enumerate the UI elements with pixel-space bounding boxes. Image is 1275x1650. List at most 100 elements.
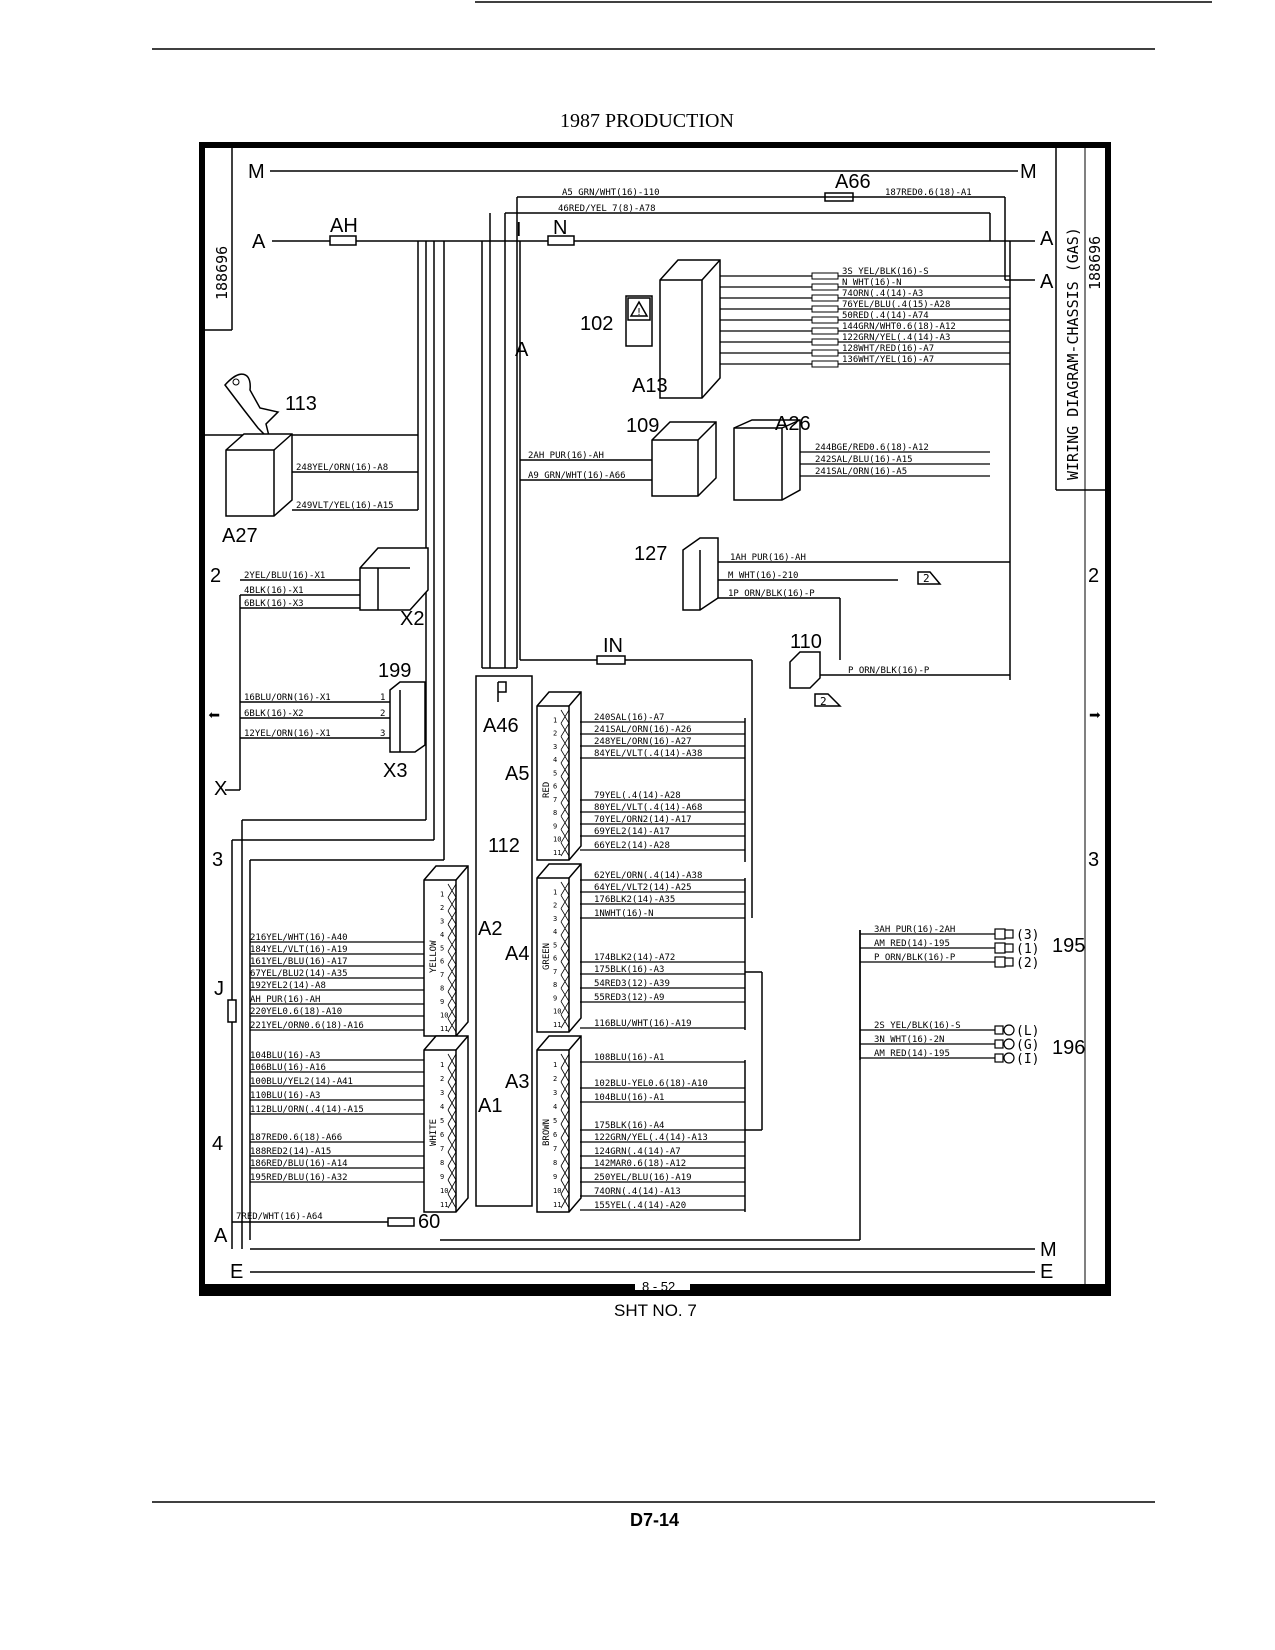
grid-2-right: 2 xyxy=(1088,565,1099,587)
pin-number: 11 xyxy=(440,1201,448,1209)
green-wire-label: 55RED3(12)-A9 xyxy=(594,993,664,1003)
ring-terminal-icon xyxy=(1003,1024,1015,1036)
pin-number: 10 xyxy=(553,1187,561,1195)
yellow-wire-label: 192YEL2(14)-A8 xyxy=(250,981,326,991)
comp-113-label: 113 xyxy=(285,393,317,415)
wire-x2-3: 6BLK(16)-X3 xyxy=(244,599,304,609)
a26-wire-label: 244BGE/RED0.6(18)-A12 xyxy=(815,443,929,453)
red-wire-label: 79YEL(.4(14)-A28 xyxy=(594,791,681,801)
wire-a27-1: 248YEL/ORN(16)-A8 xyxy=(296,463,388,473)
pin-196-label: (I) xyxy=(1016,1052,1039,1067)
connector-red xyxy=(536,691,582,861)
warning-icon: ! xyxy=(636,307,642,318)
comp-a13-label: A13 xyxy=(632,375,668,397)
pin-number: 4 xyxy=(440,931,444,939)
wire-x2-1: 2YEL/BLU(16)-X1 xyxy=(244,571,325,581)
pin-number: 5 xyxy=(440,1117,444,1125)
grid-3-right: 3 xyxy=(1088,849,1099,871)
pin-number: 6 xyxy=(440,1131,444,1139)
comp-110-label: 110 xyxy=(790,631,822,653)
grid-a-right2: A xyxy=(1040,271,1054,293)
pin-1: 1 xyxy=(380,693,385,703)
pin-number: 11 xyxy=(553,1201,561,1209)
brown-wire-label: 124GRN(.4(14)-A7 xyxy=(594,1147,681,1157)
grid-a-bottom: A xyxy=(214,1225,228,1247)
bus-i-label: I xyxy=(516,219,522,241)
a13-wire-label: 128WHT/RED(16)-A7 xyxy=(842,344,934,354)
wire-195-label: AM RED(14)-195 xyxy=(874,939,950,949)
pin-number: 2 xyxy=(440,904,444,912)
pin-number: 2 xyxy=(553,1075,557,1083)
pin-number: 6 xyxy=(553,955,557,963)
grid-3-left: 3 xyxy=(212,849,223,871)
a13-wire-label: 76YEL/BLU(.4(15)-A28 xyxy=(842,300,950,310)
wire-127-2: M WHT(16)-210 xyxy=(728,571,798,581)
green-wire-label: 64YEL/VLT2(14)-A25 xyxy=(594,883,692,893)
wire-109-2: A9 GRN/WHT(16)-A66 xyxy=(528,471,626,481)
a26-wire-label: 241SAL/ORN(16)-A5 xyxy=(815,467,907,477)
pin-number: 4 xyxy=(553,928,557,936)
pin-number: 10 xyxy=(440,1187,448,1195)
pin-number: 4 xyxy=(440,1103,444,1111)
pin-number: 11 xyxy=(553,849,561,857)
pin-number: 7 xyxy=(553,968,557,976)
brown-wire-label: 74ORN(.4(14)-A13 xyxy=(594,1187,681,1197)
drawing-number-right: 188696 xyxy=(1086,236,1104,290)
wire-60: 7RED/WHT(16)-A64 xyxy=(236,1212,323,1222)
a13-wire-label: 74ORN(.4(14)-A3 xyxy=(842,289,923,299)
pin-3: 3 xyxy=(380,729,385,739)
pin-number: 3 xyxy=(440,917,444,925)
pin-number: 1 xyxy=(553,1061,557,1069)
brown-wire-label: 155YEL(.4(14)-A20 xyxy=(594,1201,686,1211)
page-title: 1987 PRODUCTION xyxy=(560,110,734,132)
green-wire-label: 54RED3(12)-A39 xyxy=(594,979,670,989)
white-wire-label: 100BLU/YEL2(14)-A41 xyxy=(250,1077,353,1087)
brown-wire-label: 102BLU-YEL0.6(18)-A10 xyxy=(594,1079,708,1089)
grid-m-left: M xyxy=(248,161,265,183)
a13-wire-label: N WHT(16)-N xyxy=(842,278,902,288)
connector-green xyxy=(536,863,582,1033)
connector-green-color: GREEN xyxy=(542,943,552,970)
comp-a2-label: A2 xyxy=(478,918,502,940)
pin-number: 5 xyxy=(553,941,557,949)
comp-127-label: 127 xyxy=(634,543,667,565)
pin-196-label: (L) xyxy=(1016,1024,1039,1039)
pin-number: 5 xyxy=(440,944,444,952)
comp-112-label: 112 xyxy=(488,835,520,857)
white-wire-label: 104BLU(16)-A3 xyxy=(250,1051,320,1061)
pin-number: 1 xyxy=(553,888,557,896)
top-wire-3: 187RED0.6(18)-A1 xyxy=(885,188,972,198)
fuse-n-label: N xyxy=(553,217,567,239)
pin-number: 8 xyxy=(553,981,557,989)
red-wire-label: 66YEL2(14)-A28 xyxy=(594,841,670,851)
wire-110: P ORN/BLK(16)-P xyxy=(848,666,930,676)
top-wire-2: 46RED/YEL 7(8)-A78 xyxy=(558,204,656,214)
pin-number: 10 xyxy=(553,1008,561,1016)
terminal-icon xyxy=(994,928,1006,940)
white-wire-label: 110BLU(16)-A3 xyxy=(250,1091,320,1101)
pin-195-label: (3) xyxy=(1016,928,1039,943)
connector-red-color: RED xyxy=(542,782,552,798)
pin-number: 2 xyxy=(553,730,557,738)
wire-127-3: 1P ORN/BLK(16)-P xyxy=(728,589,815,599)
red-wire-label: 80YEL/VLT(.4(14)-A68 xyxy=(594,803,702,813)
pin-number: 5 xyxy=(553,1117,557,1125)
drawing-title: WIRING DIAGRAM-CHASSIS (GAS) xyxy=(1064,227,1082,480)
pin-number: 1 xyxy=(440,890,444,898)
wire-196-label: 2S YEL/BLK(16)-S xyxy=(874,1021,961,1031)
bus-a-label: A xyxy=(515,339,529,361)
pin-number: 8 xyxy=(440,1159,444,1167)
comp-195-label: 195 xyxy=(1052,935,1085,957)
arrow-left-icon: ⬅ xyxy=(208,703,220,727)
top-wire-1: A5 GRN/WHT(16)-110 xyxy=(562,188,660,198)
grid-j: J xyxy=(214,978,224,1000)
pin-number: 8 xyxy=(553,809,557,817)
green-wire-label: 116BLU/WHT(16)-A19 xyxy=(594,1019,692,1029)
grid-m-bottom: M xyxy=(1040,1239,1057,1261)
pin-number: 6 xyxy=(440,958,444,966)
drawing-number-left: 188696 xyxy=(213,246,231,300)
a26-wire-label: 242SAL/BLU(16)-A15 xyxy=(815,455,913,465)
grid-a-left: A xyxy=(252,231,266,253)
pin-number: 10 xyxy=(553,836,561,844)
